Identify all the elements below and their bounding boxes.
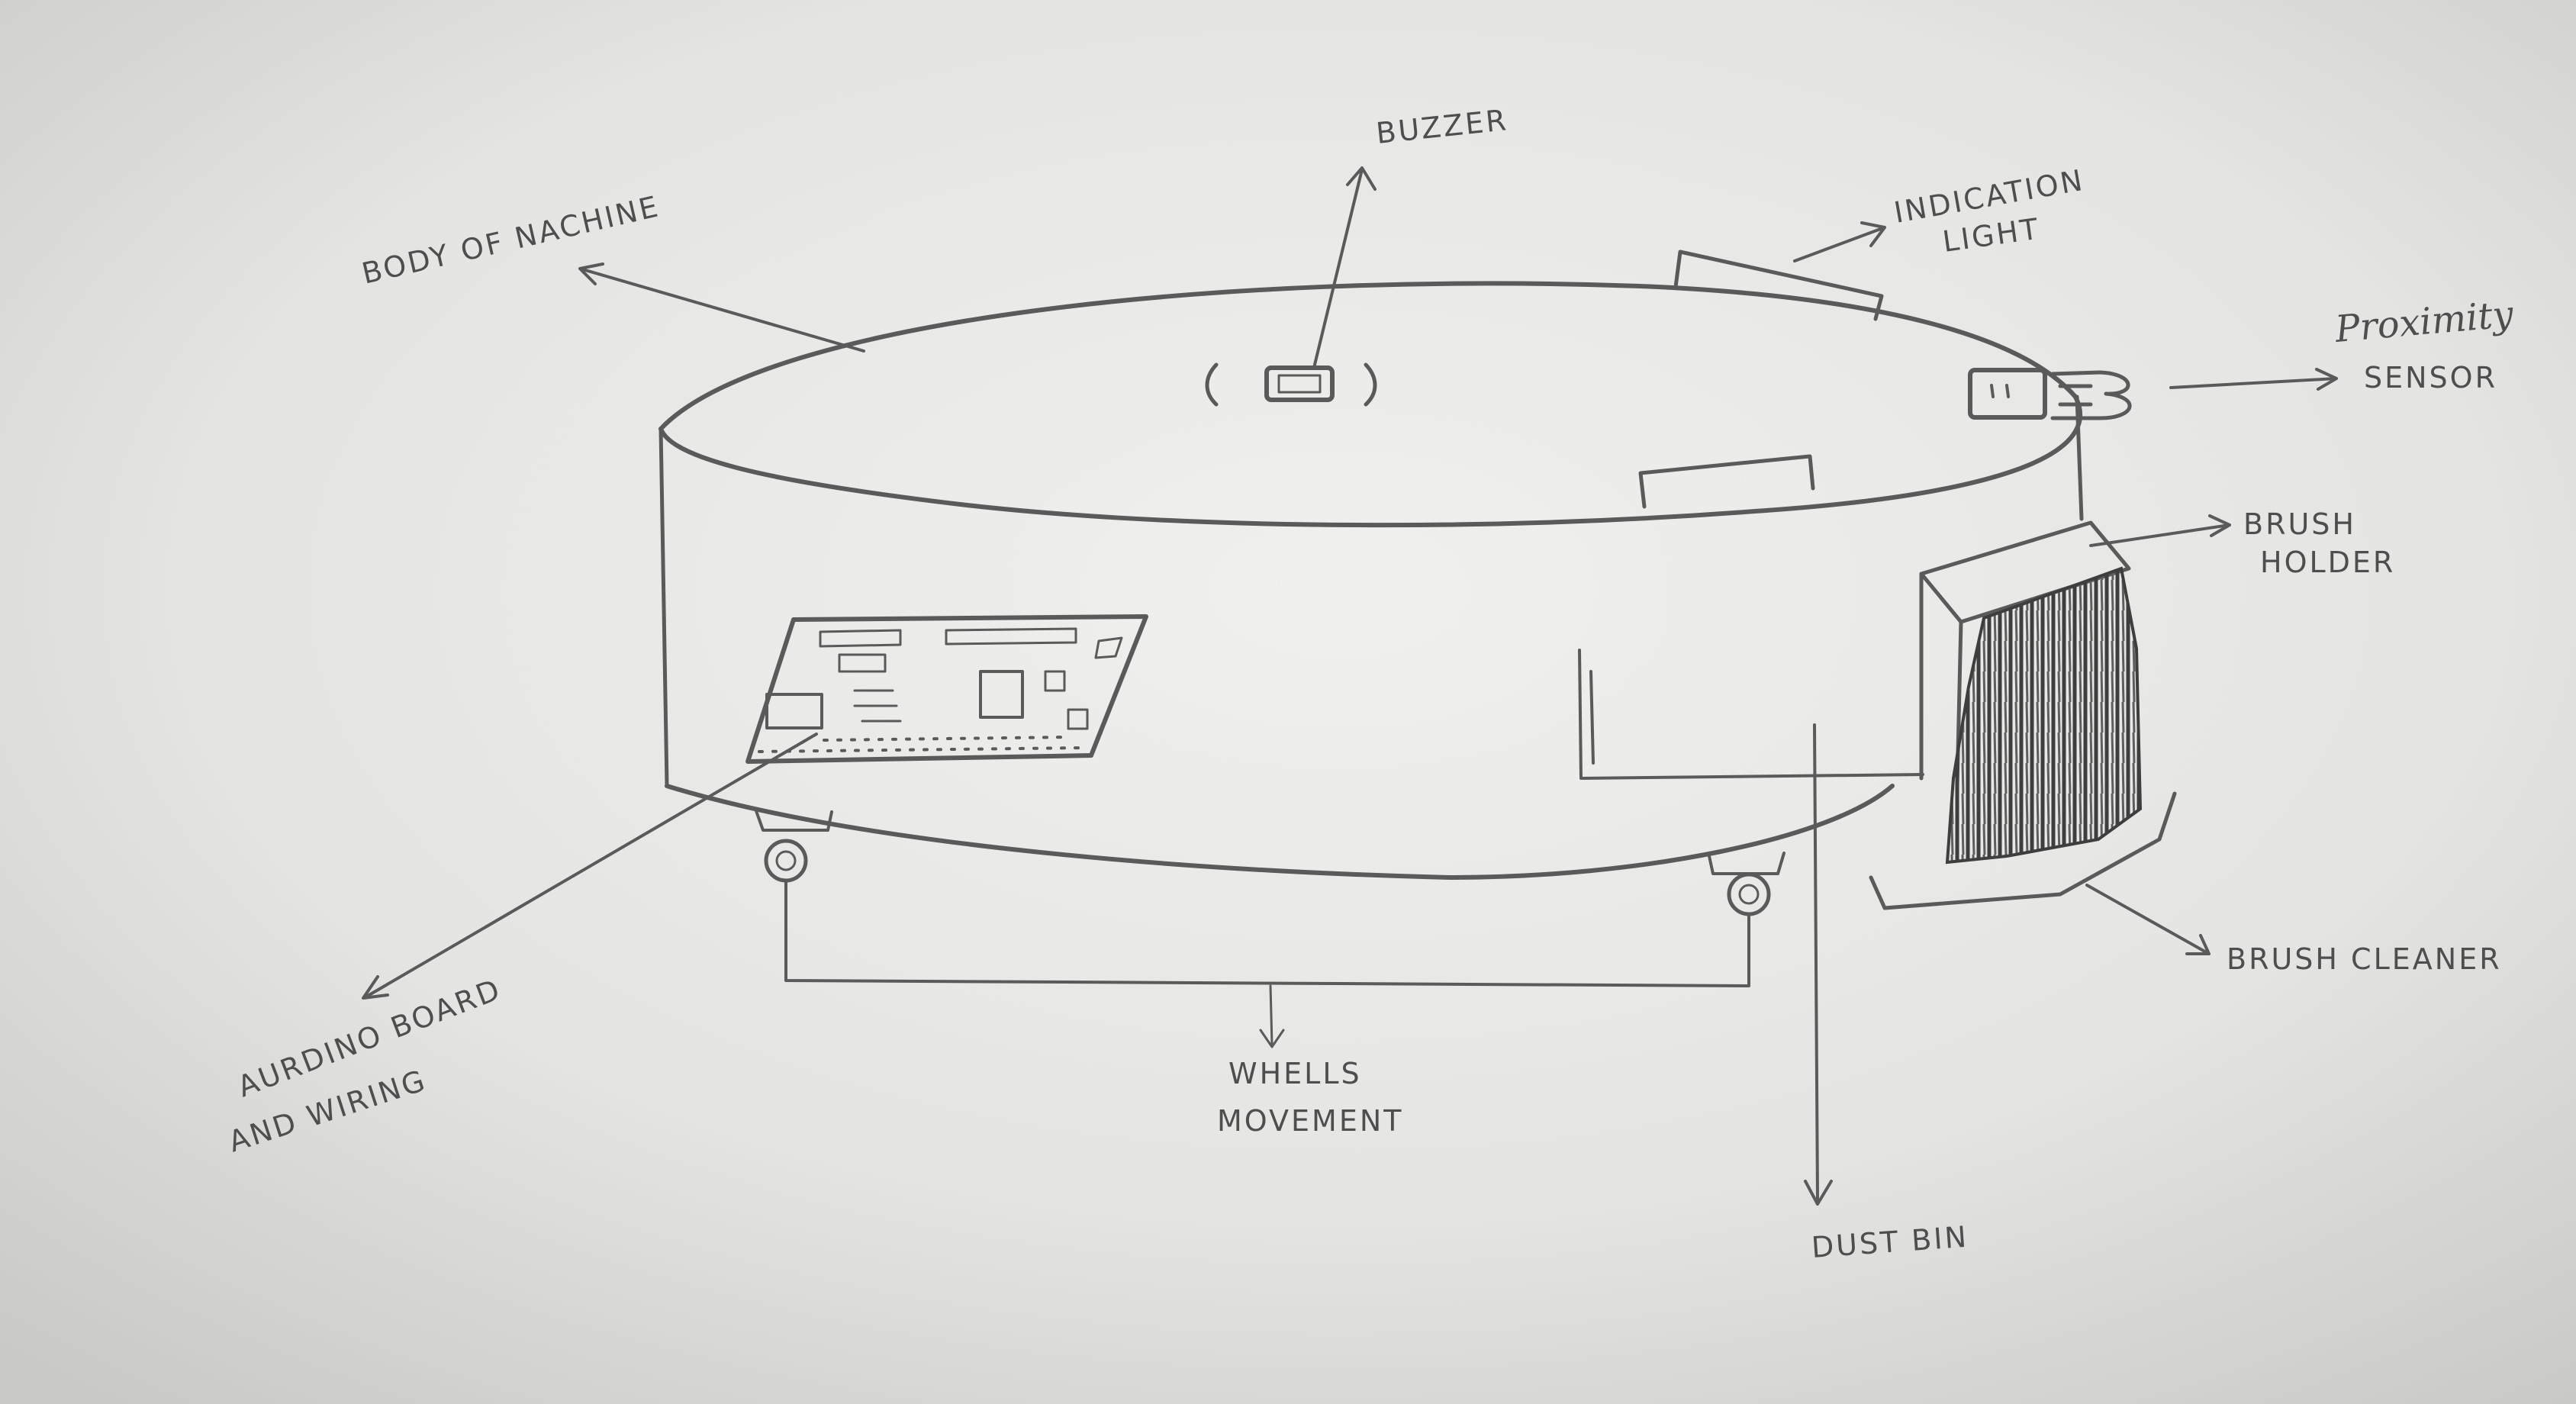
label-proximity-2: SENSOR <box>2364 361 2497 394</box>
label-brush-cleaner: BRUSH CLEANER <box>2227 942 2502 976</box>
label-wheels-1: WHELLS <box>1228 1057 1362 1090</box>
label-brush-holder-2: HOLDER <box>2260 546 2395 579</box>
label-wheels-2: MOVEMENT <box>1217 1104 1403 1138</box>
label-brush-holder-1: BRUSH <box>2243 507 2356 541</box>
